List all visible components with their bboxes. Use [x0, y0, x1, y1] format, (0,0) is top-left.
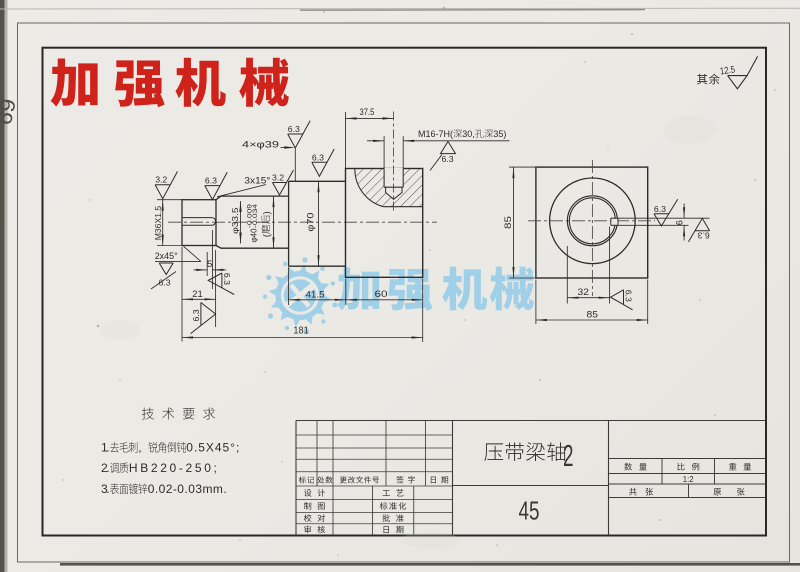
svg-text:6.3: 6.3	[698, 231, 710, 241]
svg-text:HB220-250;: HB220-250;	[129, 461, 217, 475]
svg-text:37.5: 37.5	[360, 107, 375, 118]
svg-text:M36X1.5: M36X1.5	[153, 206, 163, 241]
svg-text:35): 35)	[493, 129, 506, 139]
svg-text:6.3: 6.3	[442, 154, 454, 164]
svg-text:6.3: 6.3	[624, 290, 634, 302]
svg-text:(: (	[261, 233, 272, 237]
svg-text:6.3: 6.3	[205, 176, 217, 186]
svg-text:3x15°: 3x15°	[244, 175, 270, 185]
svg-text:,: ,	[138, 441, 141, 455]
svg-text:2x45°: 2x45°	[155, 251, 178, 262]
svg-text:2.: 2.	[101, 461, 110, 475]
svg-text:-0.034: -0.034	[253, 203, 259, 228]
svg-text:85: 85	[503, 216, 514, 229]
svg-text:φ70: φ70	[306, 213, 316, 232]
svg-text:6.3: 6.3	[159, 277, 171, 287]
svg-text:69: 69	[0, 97, 21, 127]
svg-text:3.2: 3.2	[155, 175, 167, 185]
svg-text:-0.009: -0.009	[248, 203, 254, 228]
svg-text:181: 181	[293, 325, 309, 336]
svg-text:3.: 3.	[101, 482, 110, 496]
svg-text:6.3: 6.3	[288, 124, 300, 134]
svg-text:85: 85	[587, 310, 599, 321]
svg-text:): )	[261, 211, 272, 214]
svg-text:21: 21	[192, 289, 203, 300]
svg-text:φ40: φ40	[249, 228, 259, 242]
svg-text:5: 5	[207, 259, 212, 270]
svg-text:32: 32	[578, 287, 590, 298]
svg-text:3.2: 3.2	[272, 173, 284, 183]
svg-text:6.3: 6.3	[654, 204, 666, 214]
svg-text:0.5X45°;: 0.5X45°;	[186, 441, 239, 455]
svg-text:41.5: 41.5	[306, 289, 325, 300]
svg-text:12.5: 12.5	[719, 64, 736, 77]
svg-text:45: 45	[519, 496, 540, 526]
svg-text:0.02-0.03mm.: 0.02-0.03mm.	[148, 482, 227, 496]
svg-text:4×φ39: 4×φ39	[242, 140, 279, 150]
svg-text:6.3: 6.3	[222, 273, 232, 285]
svg-text:1.: 1.	[101, 441, 110, 455]
svg-text:30,: 30,	[462, 129, 475, 139]
svg-text:1:2: 1:2	[683, 475, 694, 484]
svg-text:M16-7H(: M16-7H(	[418, 129, 453, 139]
svg-text:6: 6	[675, 220, 685, 225]
svg-text:6.3: 6.3	[191, 309, 201, 321]
svg-text:2: 2	[563, 438, 574, 473]
svg-text:60: 60	[375, 289, 388, 300]
svg-text:6.3: 6.3	[312, 152, 324, 162]
svg-text:φ33.5: φ33.5	[230, 207, 240, 234]
